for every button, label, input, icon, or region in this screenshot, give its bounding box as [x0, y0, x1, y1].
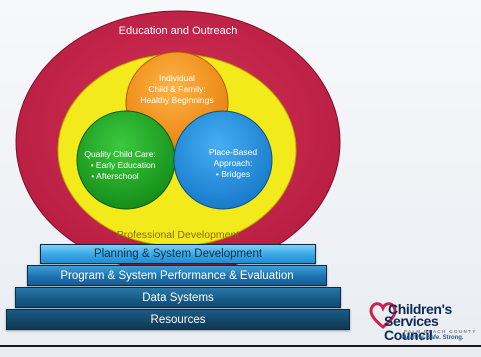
step-planning-label: Planning & System Development [93, 248, 263, 260]
outer-ring-label: Education and Outreach [119, 25, 238, 37]
circle-place-based-line2: Approach: [214, 158, 253, 168]
circle-quality-child-care-line2: • Early Education [91, 160, 156, 170]
csc-logo: Children's Services Council PALM BEACH C… [368, 298, 480, 344]
circle-quality-child-care-line3: • Afterschool [91, 171, 139, 181]
step-data-systems: Data Systems [15, 287, 341, 308]
circle-place-based-line1: Place-Based [209, 147, 257, 157]
step-planning-system-development: Planning & System Development [40, 244, 316, 264]
circle-place-based [173, 110, 273, 210]
circle-place-based-line3: • Bridges [216, 169, 250, 179]
bottom-divider [0, 345, 481, 347]
circle-healthy-beginnings-line3: Healthy Beginnings [140, 95, 213, 105]
circle-healthy-beginnings-line1: Individual [159, 73, 195, 83]
logo-name-line1: Children's [388, 301, 452, 317]
logo-name-line2: Services Council [384, 313, 439, 343]
step-performance-label: Program & System Performance & Evaluatio… [60, 269, 294, 282]
step-resources: Resources [6, 309, 350, 330]
circle-quality-child-care-line1: Quality Child Care: [84, 149, 155, 159]
middle-ring-label: Professional Development [117, 229, 240, 241]
circle-healthy-beginnings-line2: Child & Family: [148, 84, 205, 94]
logo-tagline: Healthy. Safe. Strong. [402, 335, 464, 341]
step-resources-label: Resources [150, 313, 206, 326]
logo-subtitle: PALM BEACH COUNTY [404, 329, 477, 334]
step-program-performance-evaluation: Program & System Performance & Evaluatio… [27, 265, 327, 286]
heart-icon [369, 302, 397, 329]
step-data-label: Data Systems [142, 291, 214, 304]
